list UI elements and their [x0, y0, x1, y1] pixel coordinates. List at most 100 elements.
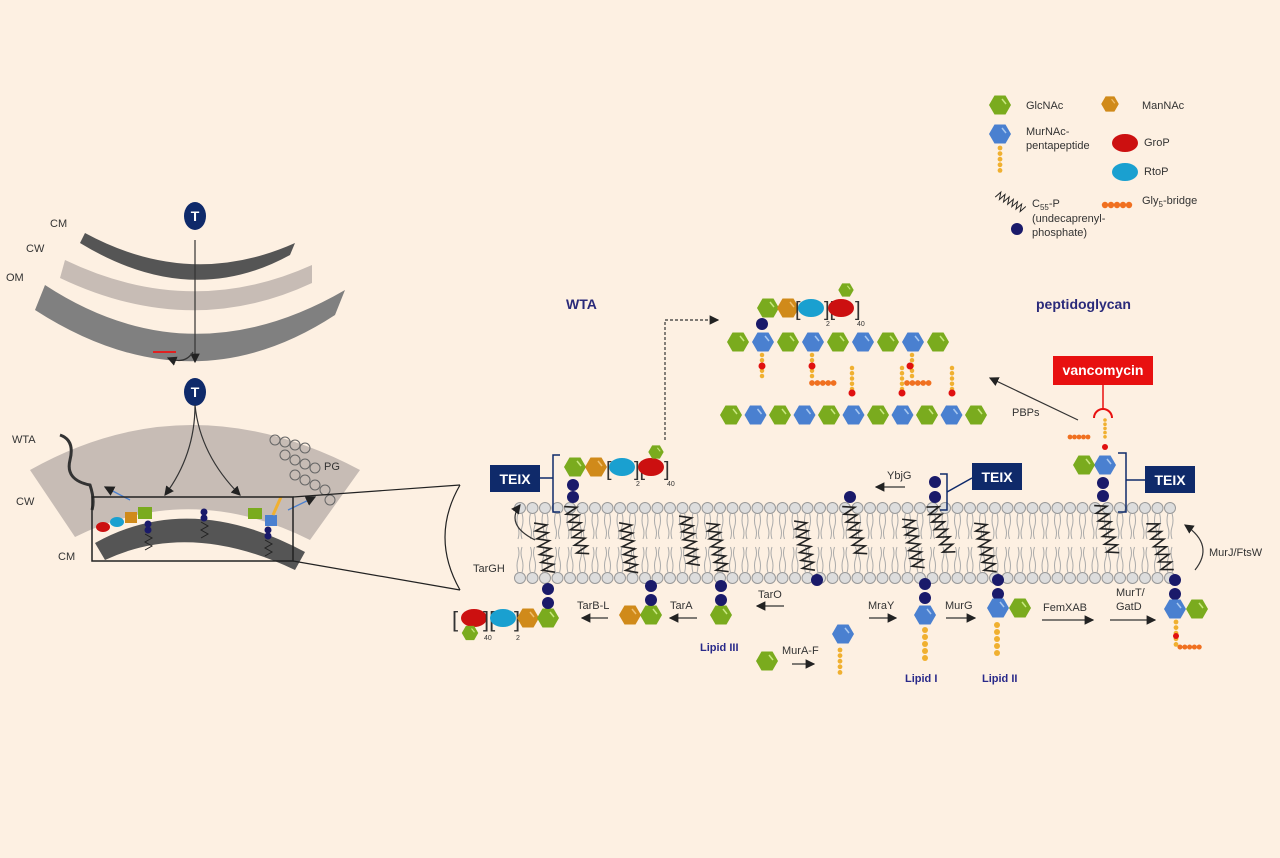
lipid-tail — [1041, 546, 1049, 574]
lipid-tail — [1091, 546, 1099, 574]
lipid-tail — [829, 546, 836, 574]
lipid-head — [1051, 572, 1064, 584]
lipid-head — [776, 502, 789, 514]
lipid-head — [689, 502, 701, 514]
murnac-unit — [751, 331, 775, 353]
lipid-tail — [829, 512, 836, 540]
target-arrow-right — [194, 404, 241, 496]
lipid-head — [1114, 572, 1126, 584]
lipid-head — [1151, 502, 1164, 514]
lipid-tail — [779, 546, 786, 574]
lipid-head — [801, 502, 814, 514]
peptidoglycan-strand-top — [726, 331, 950, 353]
lipid-head — [1151, 572, 1164, 584]
lipid-tail — [866, 512, 874, 540]
murnac-unit — [901, 331, 925, 353]
lipid-tail — [891, 512, 899, 540]
svg-text:[: [ — [452, 607, 458, 632]
lipid-head — [901, 502, 914, 514]
lipid-tail — [991, 512, 999, 540]
lipid-head — [764, 502, 776, 514]
lipid-head — [539, 572, 551, 584]
lipid-iii-intermediate — [618, 604, 642, 626]
label-ybjg: YbjG — [887, 470, 911, 482]
label-lipid-iii: Lipid III — [700, 642, 739, 654]
lipid-head — [514, 572, 526, 584]
lipid-tail — [954, 512, 961, 540]
lipid-head — [976, 572, 989, 584]
lipid-tail — [1141, 512, 1149, 540]
lipid-head — [1126, 572, 1139, 584]
lipid-tail — [854, 512, 861, 540]
label-targh: TarGH — [473, 563, 505, 575]
glcnac-unit — [719, 404, 743, 426]
lipid-tail — [1054, 546, 1061, 574]
lipid-ii-gly5 — [1163, 574, 1209, 650]
lipid-tail — [816, 512, 824, 540]
lipid-head — [814, 502, 826, 514]
label-lipid-ii: Lipid II — [982, 673, 1017, 685]
legend-c55p-3: phosphate) — [1032, 227, 1087, 239]
lipid-head — [639, 502, 651, 514]
lipid-tail — [666, 512, 674, 540]
teix-box-right — [1145, 466, 1195, 493]
lipid-head — [826, 502, 839, 514]
teixobactin-icon — [184, 202, 206, 230]
lipid-tail — [1016, 546, 1024, 574]
lipid-head — [889, 502, 901, 514]
lipid-head — [1026, 572, 1039, 584]
legend-gly5: Gly5-bridge — [1142, 195, 1197, 209]
svg-text:[: [ — [606, 459, 612, 481]
lipid-head — [964, 502, 976, 514]
lipid-tail — [654, 512, 661, 540]
lipid-head — [526, 572, 539, 584]
heading-peptidoglycan: peptidoglycan — [1036, 296, 1131, 312]
legend-murnac-2: pentapeptide — [1026, 140, 1090, 152]
label-cm-inner: CM — [58, 551, 75, 563]
lipid-head — [939, 572, 951, 584]
lipid-head — [576, 502, 589, 514]
svg-text:]: ] — [664, 459, 670, 481]
lipid-tail — [1154, 546, 1161, 574]
lipid-head — [651, 502, 664, 514]
lipid-head — [739, 572, 751, 584]
lipid-head — [664, 572, 676, 584]
lipid-head — [989, 502, 1001, 514]
lipid-head — [1126, 502, 1139, 514]
vancomycin-box — [1053, 356, 1153, 385]
lipid-head — [576, 572, 589, 584]
svg-text:40: 40 — [857, 321, 865, 328]
gram-negative-envelope — [35, 233, 345, 362]
lipid-head — [1076, 572, 1089, 584]
lipid-iii-wta-bound: [ ][ ] 2 40 — [563, 444, 675, 558]
glcnac-unit — [926, 331, 950, 353]
lipid-tail — [641, 546, 649, 574]
lipid-tail — [1166, 512, 1174, 540]
target-arrow-left — [164, 404, 196, 496]
lipid-head — [1001, 502, 1014, 514]
murnac-unit — [890, 404, 915, 426]
vancomycin-inhibition-icon — [1093, 408, 1113, 419]
lipid-tail — [1029, 546, 1036, 574]
lipid-bilayer — [514, 502, 1176, 584]
lipid-iii-product: [ ][ ] 40 2 — [452, 583, 560, 642]
lipid-head — [826, 572, 839, 584]
glcnac-unit — [964, 404, 988, 426]
teix-box-middle — [972, 463, 1022, 490]
glcnac-unit — [817, 404, 841, 426]
lipid-head — [676, 572, 689, 584]
lipid-tail — [1129, 546, 1136, 574]
lipid-tail — [941, 512, 949, 540]
label-femxab: FemXAB — [1043, 602, 1087, 614]
lipid-tail — [604, 546, 611, 574]
legend-grop: GroP — [1144, 137, 1170, 149]
lipid-head — [664, 502, 676, 514]
legend-c55p: C55-P — [1032, 198, 1060, 212]
lipid-tail — [629, 512, 636, 540]
mannac-hexagon-icon — [1100, 95, 1120, 113]
zoom-line-top — [292, 484, 461, 498]
lipid-tail — [754, 546, 761, 574]
lipid-ii-vancomycin-target — [1067, 418, 1121, 557]
lipid-tail — [929, 546, 936, 574]
lipid-head — [864, 572, 876, 584]
